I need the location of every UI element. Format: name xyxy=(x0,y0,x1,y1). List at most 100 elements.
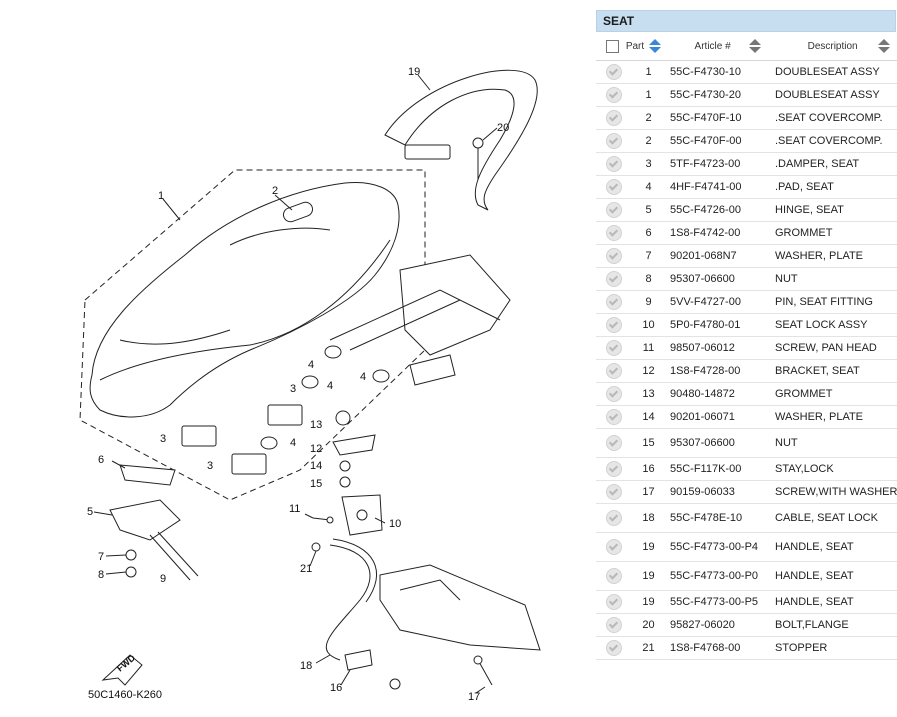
row-check-cell[interactable] xyxy=(596,636,631,660)
check-circle-icon[interactable] xyxy=(605,386,622,402)
callout-10: 10 xyxy=(389,518,401,530)
row-check-cell[interactable] xyxy=(596,290,631,314)
row-check-cell[interactable] xyxy=(596,532,631,562)
row-check-cell[interactable] xyxy=(596,503,631,533)
description-cell: HANDLE, SEAT xyxy=(775,532,897,562)
row-check-cell[interactable] xyxy=(596,267,631,291)
row-check-cell[interactable] xyxy=(596,221,631,245)
check-circle-icon[interactable] xyxy=(605,568,622,584)
article-cell: 90201-068N7 xyxy=(666,244,775,268)
row-check-cell[interactable] xyxy=(596,336,631,360)
row-check-cell[interactable] xyxy=(596,60,631,84)
callout-13: 13 xyxy=(310,419,322,431)
row-check-cell[interactable] xyxy=(596,175,631,199)
article-cell: 98507-06012 xyxy=(666,336,775,360)
check-circle-icon[interactable] xyxy=(605,409,622,425)
article-cell: 4HF-F4741-00 xyxy=(666,175,775,199)
description-header-label: Description xyxy=(807,40,858,52)
row-check-cell[interactable] xyxy=(596,405,631,429)
check-circle-icon[interactable] xyxy=(605,87,622,103)
sort-active-icon[interactable] xyxy=(648,39,661,53)
article-cell: 1S8-F4742-00 xyxy=(666,221,775,245)
row-check-cell[interactable] xyxy=(596,152,631,176)
check-circle-icon[interactable] xyxy=(605,640,622,656)
part-column-header[interactable]: Part xyxy=(596,32,666,61)
row-check-cell[interactable] xyxy=(596,359,631,383)
article-cell: 95307-06600 xyxy=(666,267,775,291)
row-check-cell[interactable] xyxy=(596,561,631,591)
check-circle-icon[interactable] xyxy=(605,594,622,610)
callout-15: 15 xyxy=(310,478,322,490)
description-column-header[interactable]: Description xyxy=(775,32,897,61)
sort-icon[interactable] xyxy=(749,39,762,53)
callout-21: 21 xyxy=(300,563,312,575)
panel-title: SEAT xyxy=(596,10,896,32)
row-check-cell[interactable] xyxy=(596,313,631,337)
check-circle-icon[interactable] xyxy=(605,110,622,126)
check-circle-icon[interactable] xyxy=(605,340,622,356)
row-check-cell[interactable] xyxy=(596,244,631,268)
row-check-cell[interactable] xyxy=(596,198,631,222)
check-circle-icon[interactable] xyxy=(605,539,622,555)
part-cell: 19 xyxy=(631,532,666,562)
part-cell: 18 xyxy=(631,503,666,533)
check-circle-icon[interactable] xyxy=(605,225,622,241)
row-check-cell[interactable] xyxy=(596,613,631,637)
check-circle-icon[interactable] xyxy=(605,363,622,379)
check-circle-icon[interactable] xyxy=(605,484,622,500)
sort-icon[interactable] xyxy=(878,39,891,53)
check-circle-icon[interactable] xyxy=(605,617,622,633)
select-all-checkbox[interactable] xyxy=(606,39,620,53)
row-check-cell[interactable] xyxy=(596,382,631,406)
check-circle-icon[interactable] xyxy=(605,156,622,172)
check-circle-icon[interactable] xyxy=(605,317,622,333)
row-check-cell[interactable] xyxy=(596,480,631,504)
row-check-cell[interactable] xyxy=(596,457,631,481)
part-header-label: Part xyxy=(625,40,645,52)
row-check-cell[interactable] xyxy=(596,106,631,130)
check-circle-icon[interactable] xyxy=(605,271,622,287)
check-circle-icon[interactable] xyxy=(605,294,622,310)
callout-4a: 4 xyxy=(308,359,314,371)
check-circle-icon[interactable] xyxy=(605,202,622,218)
row-check-cell[interactable] xyxy=(596,428,631,458)
row-check-cell[interactable] xyxy=(596,590,631,614)
check-circle-icon[interactable] xyxy=(605,435,622,451)
check-circle-icon[interactable] xyxy=(605,248,622,264)
row-check-cell[interactable] xyxy=(596,83,631,107)
row-check-cell[interactable] xyxy=(596,129,631,153)
part-cell: 13 xyxy=(631,382,666,406)
check-circle-icon[interactable] xyxy=(605,461,622,477)
check-circle-icon[interactable] xyxy=(605,64,622,80)
check-circle-icon[interactable] xyxy=(605,510,622,526)
check-circle-icon[interactable] xyxy=(605,179,622,195)
article-column-header[interactable]: Article # xyxy=(666,32,775,61)
part-cell: 20 xyxy=(631,613,666,637)
check-circle-icon[interactable] xyxy=(605,133,622,149)
